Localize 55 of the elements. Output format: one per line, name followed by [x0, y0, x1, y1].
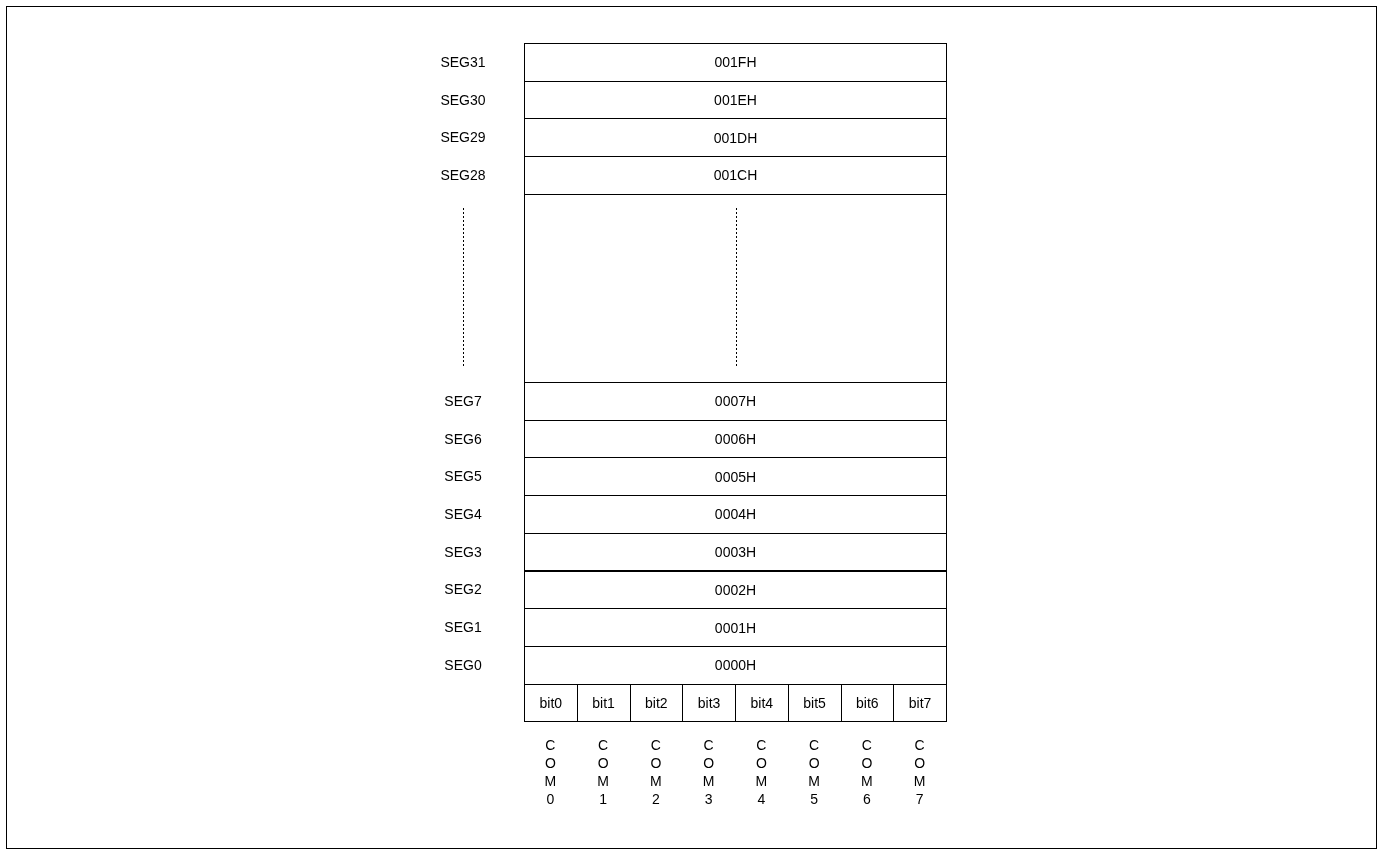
- address-row: [524, 645, 947, 685]
- segment-label: SEG31: [440, 53, 486, 70]
- segment-label: SEG2: [444, 581, 482, 598]
- address-row: [524, 457, 947, 497]
- address-row: [524, 608, 947, 647]
- common-line-label: COM5: [807, 736, 821, 808]
- bit-label: bit1: [592, 694, 615, 711]
- bit-label: bit0: [539, 694, 563, 711]
- segment-label: SEG6: [444, 430, 482, 447]
- address-text: 001DH: [713, 129, 758, 146]
- common-line-label: COM1: [596, 736, 610, 808]
- address-text: 001CH: [713, 167, 758, 184]
- empty-table-region: [524, 193, 947, 383]
- address-text: 001FH: [714, 54, 757, 71]
- address-row: [524, 495, 947, 534]
- address-row: [524, 419, 947, 459]
- address-text: 0007H: [714, 393, 757, 410]
- common-line-label: COM3: [701, 736, 716, 808]
- common-line-label: COM6: [860, 736, 874, 808]
- segment-label: SEG30: [440, 91, 486, 108]
- common-line-label: COM4: [754, 736, 769, 808]
- bit-label: bit3: [697, 694, 721, 711]
- address-text: 0005H: [714, 468, 757, 485]
- bit-label: bit6: [856, 694, 879, 711]
- segment-label: SEG28: [440, 166, 486, 183]
- address-text: 0001H: [714, 619, 757, 636]
- bit-cell: [524, 683, 578, 723]
- segment-label: SEG29: [440, 129, 486, 146]
- address-row: [524, 156, 947, 195]
- address-row: [524, 118, 947, 158]
- address-row: [524, 382, 947, 421]
- segment-label: SEG7: [444, 392, 482, 409]
- address-row: [524, 570, 947, 610]
- bit-label: bit2: [645, 694, 668, 711]
- address-text: 0004H: [714, 506, 757, 523]
- address-row: [524, 532, 947, 572]
- address-row: [524, 80, 947, 120]
- segment-label: SEG0: [444, 656, 482, 673]
- common-line-label: COM2: [649, 736, 663, 808]
- segment-label: SEG4: [444, 505, 482, 522]
- address-text: 0003H: [714, 544, 757, 561]
- common-line-label: COM0: [543, 736, 558, 808]
- segment-label: SEG3: [444, 543, 482, 560]
- address-text: 0006H: [714, 431, 757, 448]
- segment-label: SEG1: [444, 619, 482, 636]
- bit-label: bit5: [803, 694, 826, 711]
- bit-cell: [893, 683, 947, 723]
- address-text: 001EH: [714, 92, 757, 109]
- bit-label: bit4: [750, 694, 774, 711]
- address-text: 0002H: [714, 581, 757, 598]
- common-line-label: COM7: [912, 736, 927, 808]
- address-row: [524, 43, 947, 82]
- bit-label: bit7: [908, 694, 932, 711]
- address-text: 0000H: [714, 657, 757, 674]
- segment-label: SEG5: [444, 468, 482, 485]
